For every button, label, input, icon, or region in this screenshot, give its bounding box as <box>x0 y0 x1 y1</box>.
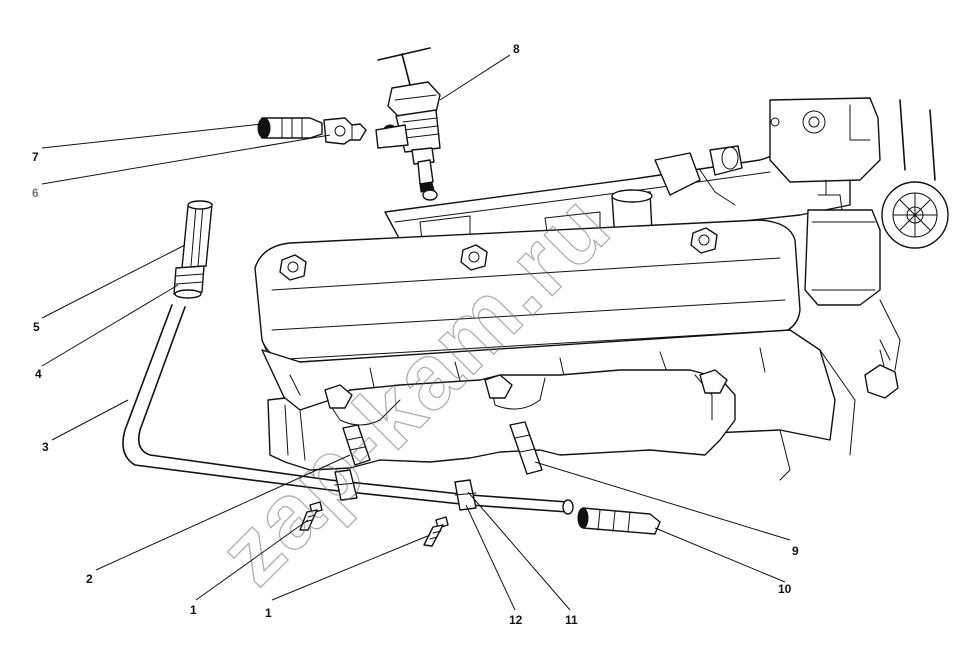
part-5-hose <box>181 200 213 269</box>
callout-6: 6 <box>32 186 39 200</box>
callout-3: 3 <box>42 440 49 454</box>
callout-1-upper: 1 <box>190 603 197 617</box>
clip-near-manifold <box>334 469 358 501</box>
callout-2: 2 <box>86 572 93 586</box>
leader-lines <box>41 54 791 611</box>
part-8-drain-cock <box>375 47 441 201</box>
part-3-drain-tube <box>122 304 574 515</box>
part-7-hose <box>257 117 323 139</box>
engine-block <box>254 97 949 481</box>
callout-1-lower: 1 <box>265 606 272 620</box>
part-9-bracket <box>509 421 543 475</box>
callout-8: 8 <box>513 42 520 56</box>
part-1-bolt-upper <box>299 501 323 531</box>
callout-9: 9 <box>792 544 799 558</box>
part-6-fitting <box>323 117 367 145</box>
part-4-union-nut <box>173 265 205 299</box>
callout-5: 5 <box>33 320 40 334</box>
part-2-bracket <box>342 424 371 466</box>
callout-4: 4 <box>35 367 42 381</box>
callout-10: 10 <box>778 582 792 596</box>
part-10-hose <box>577 507 661 535</box>
part-11-clip <box>454 479 477 511</box>
part-1-bolt-lower <box>423 516 449 547</box>
callout-labels: 8 7 6 5 4 3 2 1 1 12 11 9 10 <box>32 42 799 627</box>
callout-12: 12 <box>509 613 523 627</box>
callout-7: 7 <box>32 150 39 164</box>
callout-11: 11 <box>565 613 578 627</box>
